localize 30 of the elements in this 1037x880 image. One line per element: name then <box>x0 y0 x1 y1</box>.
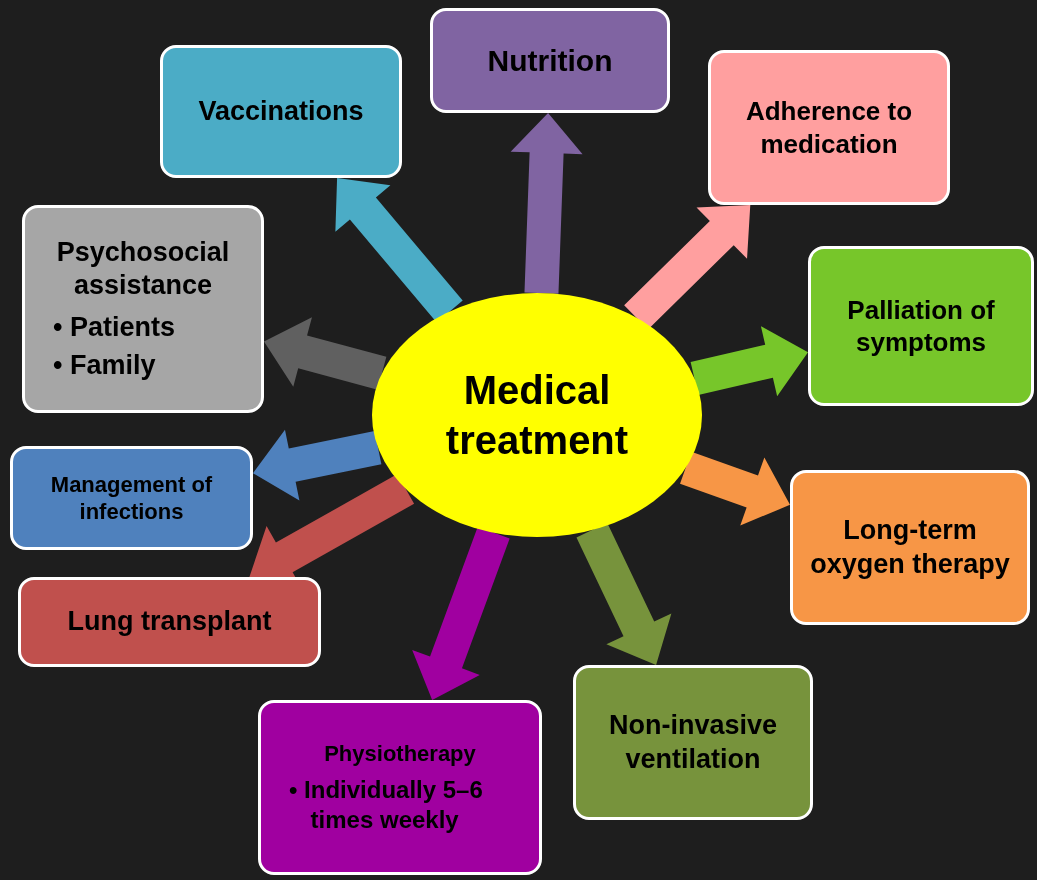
bullet-item: • Patients <box>53 311 176 344</box>
bullet-item: • Family <box>53 348 157 382</box>
block-arrow <box>680 451 790 526</box>
topic-box <box>22 205 264 413</box>
topic-box <box>10 446 253 550</box>
block-arrow <box>510 113 583 294</box>
topic-box <box>18 577 321 667</box>
topic-box <box>258 700 542 875</box>
block-arrow <box>264 317 387 390</box>
topic-box <box>790 470 1030 625</box>
node-title: Palliation of symptoms <box>846 293 996 359</box>
block-arrow <box>690 326 808 397</box>
topic-box <box>808 246 1034 406</box>
block-arrow <box>253 429 382 501</box>
block-arrow <box>412 526 510 700</box>
node-title: Lung transplant <box>67 605 272 639</box>
node-title: Physiotherapy <box>324 739 476 768</box>
topic-box <box>430 8 670 113</box>
node-title: Vaccinations <box>198 94 364 128</box>
topic-box <box>160 45 402 178</box>
node-title: Adherence to medication <box>744 95 914 160</box>
bullet-item: • Individually 5–6 times weekly <box>289 775 484 836</box>
node-title: Long-term oxygen therapy <box>809 513 1011 581</box>
node-title: Psychosocial assistance <box>55 235 231 303</box>
topic-box <box>573 665 813 820</box>
node-title: Management of infections <box>49 470 214 526</box>
topic-box <box>708 50 950 205</box>
node-title: Nutrition <box>487 42 613 79</box>
node-title: Medical treatment <box>444 367 630 464</box>
node-title: Non-invasive ventilation <box>607 708 779 776</box>
